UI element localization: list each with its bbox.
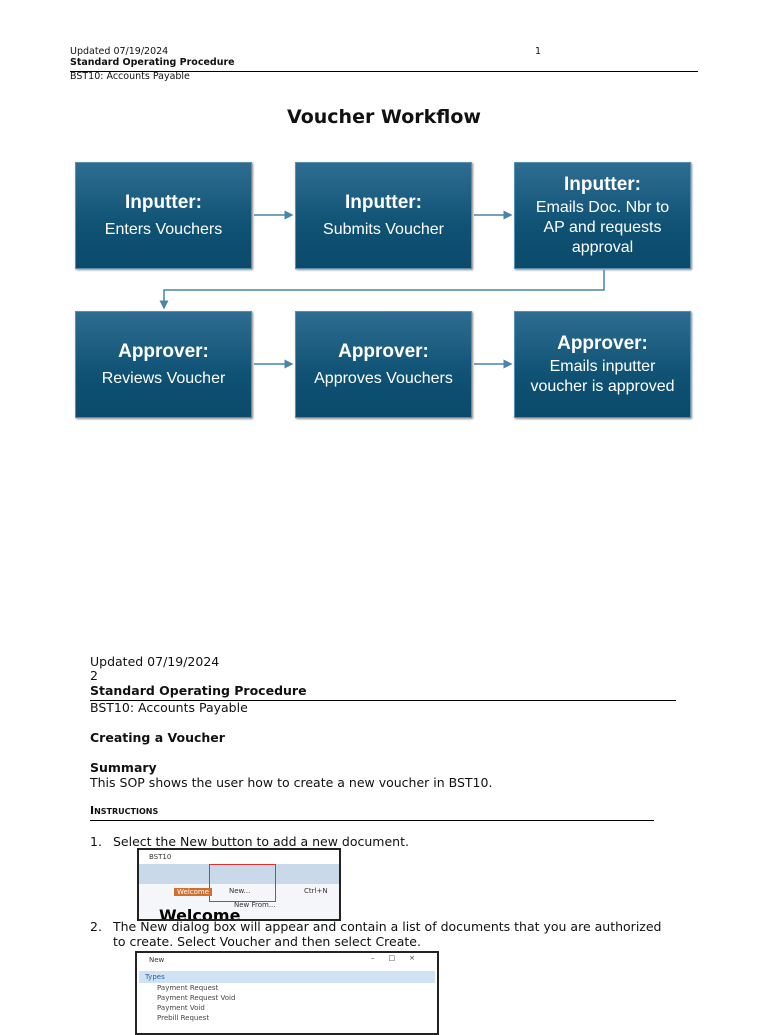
arrow-3-4 — [159, 270, 605, 310]
summary-text: This SOP shows the user how to create a … — [90, 775, 493, 790]
list-item: Payment Void — [157, 1004, 205, 1012]
workflow-step-5: Approver: Approves Vouchers — [295, 311, 472, 418]
step-role: Inputter: — [563, 173, 642, 195]
section-heading: Creating a Voucher — [90, 730, 225, 745]
instructions-rule — [90, 820, 654, 821]
welcome-tab: Welcome — [174, 888, 213, 896]
header-rule — [70, 71, 698, 72]
step-action: Emails inputter voucher is approved — [530, 357, 675, 395]
step-action: Enters Vouchers — [104, 220, 223, 238]
list-item: Payment Request Void — [157, 994, 236, 1002]
step-role: Approver: — [557, 332, 648, 354]
workflow-step-4: Approver: Reviews Voucher — [75, 311, 252, 418]
screenshot-new-button: BST10 Welcome New... Ctrl+N New From... … — [137, 848, 341, 921]
workflow-step-3: Inputter: Emails Doc. Nbr to AP and reque… — [514, 162, 691, 269]
step-action: Emails Doc. Nbr to AP and requests appro… — [535, 198, 670, 256]
workflow-step-2: Inputter: Submits Voucher — [295, 162, 472, 269]
highlight-box — [209, 864, 276, 902]
step-action: Submits Voucher — [323, 220, 444, 238]
page-number: 1 — [535, 46, 542, 57]
step-role: Approver: — [118, 340, 209, 362]
menu-new: New... — [229, 887, 251, 895]
list-item: Prebill Request — [157, 1014, 210, 1022]
shortcut: Ctrl+N — [304, 887, 328, 895]
step-role: Inputter: — [124, 191, 203, 213]
module-name-2: BST10: Accounts Payable — [90, 700, 248, 715]
step-role: Inputter: — [344, 191, 423, 213]
sop-title-2: Standard Operating Procedure — [90, 683, 307, 698]
workflow-connectors — [159, 210, 605, 369]
sop-title: Standard Operating Procedure — [70, 57, 235, 68]
menu-new-from: New From... — [234, 901, 276, 909]
step-2-text: The New dialog box will appear and conta… — [113, 919, 662, 949]
step-action: Reviews Voucher — [101, 369, 226, 387]
page-title: Voucher Workflow — [287, 106, 481, 128]
app-title: BST10 — [139, 850, 339, 864]
updated-date-2: Updated 07/19/2024 — [90, 654, 220, 669]
workflow-step-1: Inputter: Enters Vouchers — [75, 162, 252, 269]
dialog-title: New — [149, 956, 165, 964]
screenshot-new-dialog: New –□× Types Payment Request Payment Re… — [135, 951, 439, 1035]
step-role: Approver: — [338, 340, 429, 362]
step-1-text: Select the New button to add a new docum… — [113, 834, 409, 849]
step-action: Approves Vouchers — [314, 369, 453, 387]
types-section: Types — [139, 971, 435, 983]
list-item: Payment Request — [157, 984, 219, 992]
instructions-heading: Instructions — [90, 804, 159, 817]
workflow-step-6: Approver: Emails inputter voucher is appr… — [514, 311, 691, 418]
module-name: BST10: Accounts Payable — [70, 71, 190, 82]
header-rule-2 — [90, 700, 676, 701]
summary-heading: Summary — [90, 760, 157, 775]
updated-date: Updated 07/19/2024 — [70, 46, 169, 57]
page-number-2: 2 — [90, 668, 98, 683]
welcome-heading: Welcome — [159, 906, 241, 921]
